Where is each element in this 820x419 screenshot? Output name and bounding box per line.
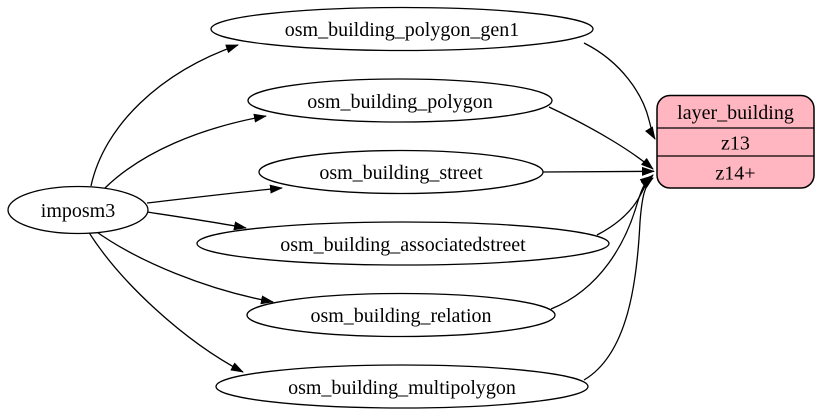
edge-group-source-to-tables [87,44,283,373]
layer-building-box [656,94,815,189]
multipolygon-label: osm_building_multipolygon [288,377,516,399]
edge-group-tables-to-layer [542,42,656,381]
node-osm-building-multipolygon: osm_building_multipolygon [215,364,589,409]
node-osm-building-street: osm_building_street [258,149,544,195]
polygon-gen1-label: osm_building_polygon_gen1 [285,19,519,41]
edge-multipolygon-to-z14 [583,177,654,381]
street-label: osm_building_street [319,162,483,184]
edge-polygon-gen1-to-z13 [583,42,656,140]
polygon-ellipse [247,78,553,123]
associatedstreet-ellipse [196,221,610,266]
associatedstreet-label: osm_building_associatedstreet [280,234,526,256]
multipolygon-ellipse [215,364,589,409]
edge-polygon-to-z14 [548,106,654,170]
edge-imposm3-to-street [146,184,283,204]
polygon-label: osm_building_polygon [307,91,493,113]
edge-imposm3-to-associatedstreet [146,211,247,231]
layer-building-row-z13: z13 [721,133,750,155]
polygon-gen1-ellipse [210,6,594,52]
relation-ellipse [246,292,556,338]
edge-imposm3-to-polygon-gen1 [90,44,239,187]
node-imposm3: imposm3 [7,185,149,235]
node-osm-building-relation: osm_building_relation [246,292,556,338]
relation-label: osm_building_relation [310,305,491,327]
imposm3-label: imposm3 [41,200,115,222]
layer-building-title: layer_building [677,102,794,124]
node-osm-building-associatedstreet: osm_building_associatedstreet [196,221,610,266]
edge-street-to-z14 [542,166,655,176]
edge-imposm3-to-relation [93,229,274,305]
node-osm-building-polygon-gen1: osm_building_polygon_gen1 [210,6,594,52]
edge-imposm3-to-multipolygon [87,230,244,373]
node-osm-building-polygon: osm_building_polygon [247,78,553,123]
imposm3-ellipse [7,185,149,235]
street-ellipse [258,149,544,195]
edge-imposm3-to-polygon [104,113,267,189]
layer-building-row-z14: z14+ [715,163,755,185]
node-layer-building: layer_building z13 z14+ [656,94,815,189]
